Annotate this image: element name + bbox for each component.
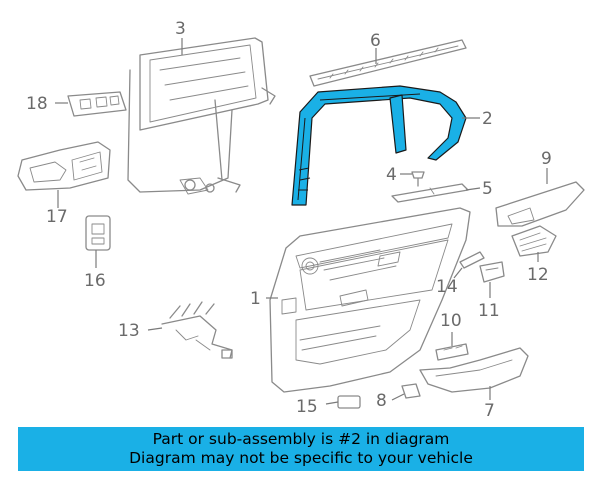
callout-11: 11 bbox=[478, 301, 500, 321]
part-17-seat-switch bbox=[17, 141, 111, 191]
part-3-window-regulator bbox=[127, 37, 276, 195]
part-info-banner: Part or sub-assembly is #2 in diagram Di… bbox=[18, 427, 584, 471]
part-14-clip bbox=[459, 251, 485, 269]
exploded-parts-diagram: 3 6 2 18 4 5 9 17 12 16 1 14 11 13 10 8 … bbox=[17, 19, 585, 420]
part-18-switch-panel bbox=[67, 91, 127, 117]
callout-16: 16 bbox=[84, 271, 106, 291]
callout-8: 8 bbox=[376, 391, 387, 411]
callout-15: 15 bbox=[296, 397, 318, 417]
callout-1: 1 bbox=[250, 289, 261, 309]
callout-4: 4 bbox=[386, 165, 397, 185]
callout-10: 10 bbox=[440, 311, 462, 331]
part-1-door-trim-panel bbox=[269, 207, 471, 393]
part-10-switch bbox=[435, 343, 469, 361]
callout-5: 5 bbox=[482, 179, 493, 199]
part-9-trim-panel bbox=[495, 181, 585, 227]
part-11-handle bbox=[479, 261, 505, 283]
part-16-switch bbox=[85, 215, 111, 251]
callout-7: 7 bbox=[484, 401, 495, 420]
part-2-door-weatherstrip-highlighted bbox=[291, 85, 467, 206]
callout-14: 14 bbox=[436, 277, 458, 297]
callout-9: 9 bbox=[541, 149, 552, 169]
part-15-block bbox=[337, 395, 361, 409]
callout-17: 17 bbox=[46, 207, 68, 227]
part-8-bracket bbox=[401, 383, 421, 399]
callout-13: 13 bbox=[118, 321, 140, 341]
callout-labels: 3 6 2 18 4 5 9 17 12 16 1 14 11 13 10 8 … bbox=[26, 19, 552, 420]
part-5-seal bbox=[391, 183, 469, 203]
banner-line-1: Part or sub-assembly is #2 in diagram bbox=[152, 430, 450, 448]
callout-18: 18 bbox=[26, 94, 48, 114]
callout-2: 2 bbox=[482, 109, 493, 129]
part-12-speaker-grille bbox=[511, 225, 557, 257]
callout-6: 6 bbox=[370, 31, 381, 51]
part-4-clip bbox=[411, 171, 425, 187]
callout-3: 3 bbox=[175, 19, 186, 39]
part-13-wiring-harness bbox=[161, 301, 233, 359]
banner-line-2: Diagram may not be specific to your vehi… bbox=[129, 449, 473, 467]
part-7-armrest bbox=[419, 347, 529, 393]
callout-12: 12 bbox=[527, 265, 549, 285]
leader-lines bbox=[55, 38, 548, 405]
part-6-belt-molding bbox=[309, 39, 467, 87]
